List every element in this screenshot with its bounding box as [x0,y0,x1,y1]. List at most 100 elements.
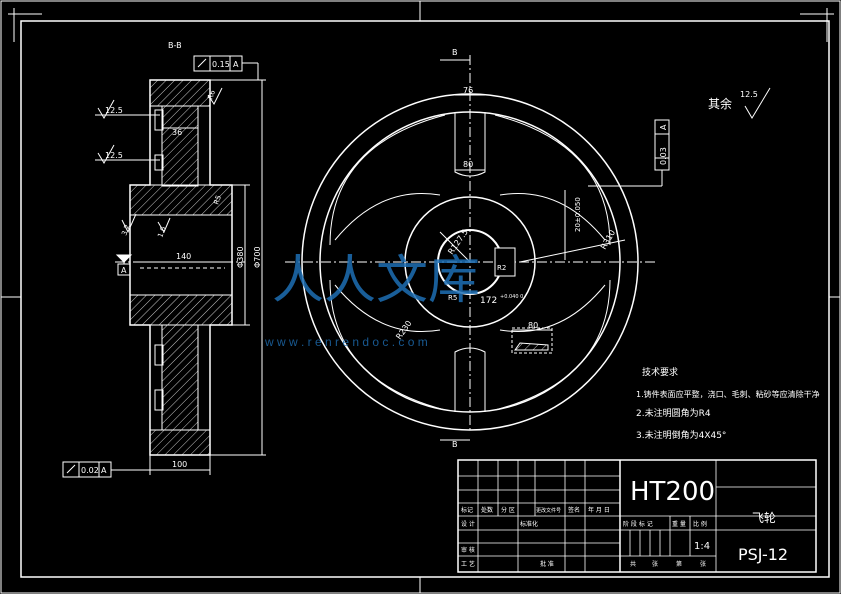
dim-rim-r: R310 [599,228,617,251]
web-top-hatch [161,105,199,187]
hub-bottom-hatch [129,294,233,326]
web-bottom-hatch [161,324,199,431]
spoke-opening-lower-right-outer [494,279,611,411]
part-name: 飞轮 [752,511,776,525]
note-1: 1.铸件表面应平整，浇口、毛刺、粘砂等应清除干净 [636,389,820,399]
header-zone: 分 区 [501,506,515,514]
detail-box [511,327,553,354]
label-review: 审 核 [461,546,475,554]
detail-hatch [514,342,549,351]
watermark: 人人文库 w w w . r e n r e n d o c . c o m [264,252,480,349]
label-stage: 阶 段 标 记 [623,520,653,528]
spoke-slot-lower [154,344,164,366]
keyway [494,247,516,277]
rim-inner-circle [319,111,621,413]
roughness-hub-side: R5 [212,194,223,206]
label-design: 设 计 [461,520,475,528]
header-mark: 标记 [461,506,473,514]
section-mark-bottom: B [452,440,458,449]
runout-top-datum: A [233,60,239,69]
watermark-url: w w w . r e n r e n d o c . c o m [264,335,428,349]
header-count: 处数 [481,506,493,514]
roughness-rest-value: 12.5 [740,90,758,99]
roughness-symbol-fillet [207,87,223,105]
header-sign: 签名 [568,506,580,514]
roughness-rest-label: 其余 [708,96,732,111]
runout-top-frame: 0.15 A [193,55,259,80]
scale: 1:4 [694,541,710,552]
dim-spoke-base: 80 [463,160,473,169]
dim-keyway-tol: +0.040 0 [500,294,523,300]
dim-outer: Φ700 [253,246,262,268]
section-label: B-B [168,41,182,50]
inner-border [20,20,830,578]
label-weight: 重 量 [672,520,686,528]
rim-outer-circle [301,93,639,431]
sheets-current-unit: 张 [700,560,706,568]
datum-box [117,263,131,276]
technical-notes: 技术要求 1.铸件表面应平整，浇口、毛刺、粘砂等应清除干净 2.未注明圆角为R4… [636,366,820,441]
label-scale: 比 例 [693,520,707,528]
roughness-hub-value: 3.2 [120,223,131,236]
dim-bore-r: R2 [497,264,506,272]
sheets-total-unit: 张 [652,560,658,568]
runout-bottom-frame: 0.02 A [62,461,150,478]
material: HT200 [630,477,715,507]
roughness-rest: 其余 12.5 [708,87,771,119]
watermark-text: 人人文库 [272,252,480,310]
dim-width: 100 [172,460,187,469]
spoke-slot-mid [154,154,164,171]
sheets-current: 第 [676,560,682,568]
runout-top-tol: 0.15 [212,60,230,69]
notes-title: 技术要求 [642,366,678,378]
spoke-opening-upper-left-inner [334,192,441,241]
header-date: 年 月 日 [588,506,610,514]
spoke-slot-top [154,109,164,131]
roughness-symbol-bore [157,217,171,234]
dim-spoke-top: 76 [463,86,473,95]
spoke-opening-lower-left-inner [334,284,441,333]
hub-outer-circle [404,196,536,328]
spoke-opening-upper-right-outer [494,114,611,246]
spoke-opening-upper-right-inner [499,192,606,241]
rim-bottom-hatch [149,429,211,456]
dim-bore: 140 [176,252,191,261]
spoke-top [454,112,486,177]
dim-web: 36 [172,128,182,137]
dim-hub: Φ380 [236,246,245,268]
circ-tol-datum: A [659,124,668,130]
label-approve: 批 准 [540,560,554,568]
dim-flat: 20±0.050 [574,197,582,232]
roughness-bore-value: 1.6 [156,225,168,239]
front-view: B B 76 80 R127.5 R2 R5 172 +0.040 0 20± [285,48,670,449]
spoke-bottom [454,347,486,412]
note-2: 2.未注明圆角为R4 [636,407,711,419]
label-process: 工 艺 [461,560,475,568]
circ-tol-value: 0.03 [659,147,668,165]
datum-triangle [115,254,133,263]
dim-detail: 80 [528,321,538,330]
title-block: 标记 处数 分 区 更改文件号 签名 年 月 日 设 计 标准化 审 核 工 艺… [457,459,817,573]
spoke-slot-bottom [154,389,164,411]
section-view: B-B 0.15 A 12.5 12 [62,41,266,478]
roughness-symbol-mid [97,144,115,164]
circ-tol-frame: 0.03 A [588,119,670,187]
section-mark-top: B [452,48,458,57]
roughness-mid-value: 12.5 [105,151,123,160]
header-change-doc: 更改文件号 [536,507,561,514]
hub-top-hatch [129,184,233,216]
spoke-opening-lower-left-outer [329,279,446,411]
runout-bottom-tol: 0.02 [81,466,99,475]
drawing-number: PSJ-12 [738,545,788,564]
dim-keyway: 172 [480,296,497,306]
spoke-opening-lower-right-inner [499,284,606,333]
label-standardize: 标准化 [520,520,538,528]
rim-top-hatch [149,79,211,107]
note-3: 3.未注明倒角为4X45° [636,429,726,441]
runout-bottom-datum: A [101,466,107,475]
dim-bore-r2: R5 [448,294,457,302]
sheets-total: 共 [630,560,636,568]
roughness-symbol-hub [121,213,137,234]
